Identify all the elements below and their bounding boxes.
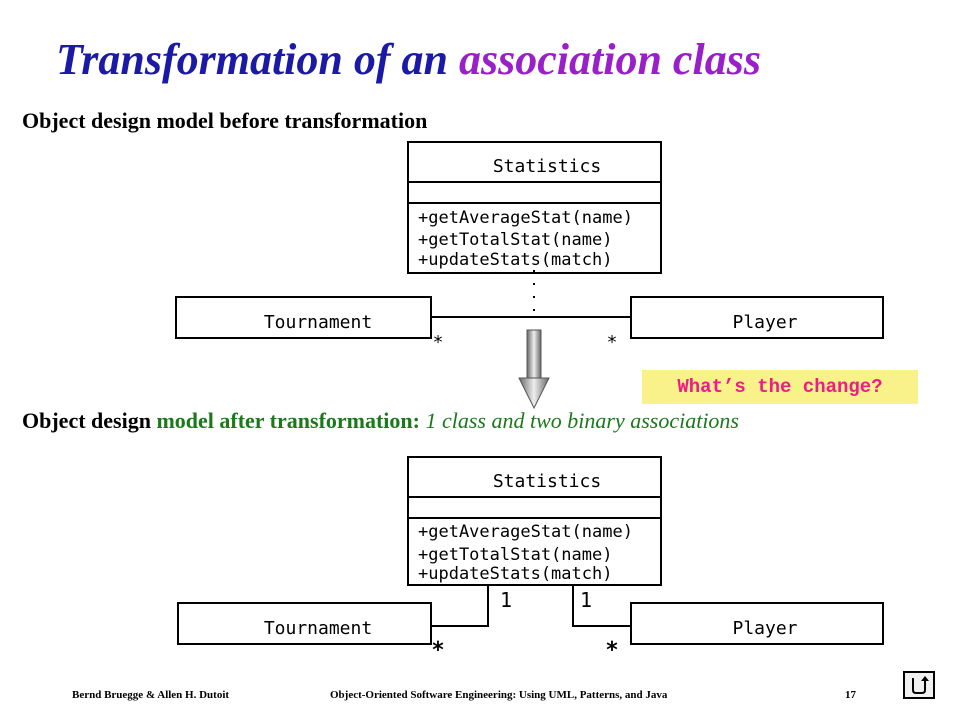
before-method-1: +getAverageStat(name) <box>418 208 633 228</box>
after-heading-part1: Object design <box>22 408 157 433</box>
before-right-multiplicity: * <box>607 332 618 353</box>
slide-title: Transformation of an association class <box>56 34 761 85</box>
before-left-multiplicity: * <box>433 332 444 353</box>
before-tournament-label: Tournament <box>264 312 372 333</box>
nav-return-button[interactable] <box>903 671 935 699</box>
before-method-2: +getTotalStat(name) <box>418 230 612 250</box>
after-heading-part3: 1 class and two binary associations <box>425 408 739 433</box>
after-left-mult-bottom: * <box>431 638 444 663</box>
before-statistics-class: Statistics +getAverageStat(name) +getTot… <box>407 141 662 274</box>
title-accent: association class <box>459 35 761 84</box>
change-callout: What’s the change? <box>642 370 918 404</box>
after-method-1: +getAverageStat(name) <box>418 522 633 542</box>
before-player-label: Player <box>732 312 797 333</box>
footer-authors: Bernd Bruegge & Allen H. Dutoit <box>72 689 230 701</box>
before-heading: Object design model before transformatio… <box>22 108 428 133</box>
after-method-3: +updateStats(match) <box>418 564 612 584</box>
after-heading: Object design model after transformation… <box>22 408 739 434</box>
after-tournament-class: Tournament <box>177 602 432 645</box>
before-class-name: Statistics <box>493 156 601 177</box>
after-right-association <box>572 585 631 627</box>
after-player-class: Player <box>630 602 884 645</box>
before-tournament-class: Tournament <box>175 296 432 339</box>
after-heading-part2: model after transformation: <box>156 408 426 433</box>
before-player-class: Player <box>630 296 884 339</box>
after-statistics-class: Statistics +getAverageStat(name) +getTot… <box>407 456 662 586</box>
after-left-mult-top: 1 <box>500 588 512 612</box>
after-tournament-label: Tournament <box>264 618 372 639</box>
after-class-name: Statistics <box>493 471 601 492</box>
after-method-2: +getTotalStat(name) <box>418 545 612 565</box>
return-arrow-icon <box>912 676 929 694</box>
before-method-3: +updateStats(match) <box>418 250 612 270</box>
footer-book: Object-Oriented Software Engineering: Us… <box>330 689 668 701</box>
transformation-arrow-icon <box>518 329 550 410</box>
after-right-mult-top: 1 <box>580 588 592 612</box>
footer-page: 17 <box>845 689 856 701</box>
title-main: Transformation of an <box>56 35 460 84</box>
after-left-association <box>431 585 489 627</box>
after-right-mult-bottom: * <box>605 638 618 663</box>
after-player-label: Player <box>732 618 797 639</box>
